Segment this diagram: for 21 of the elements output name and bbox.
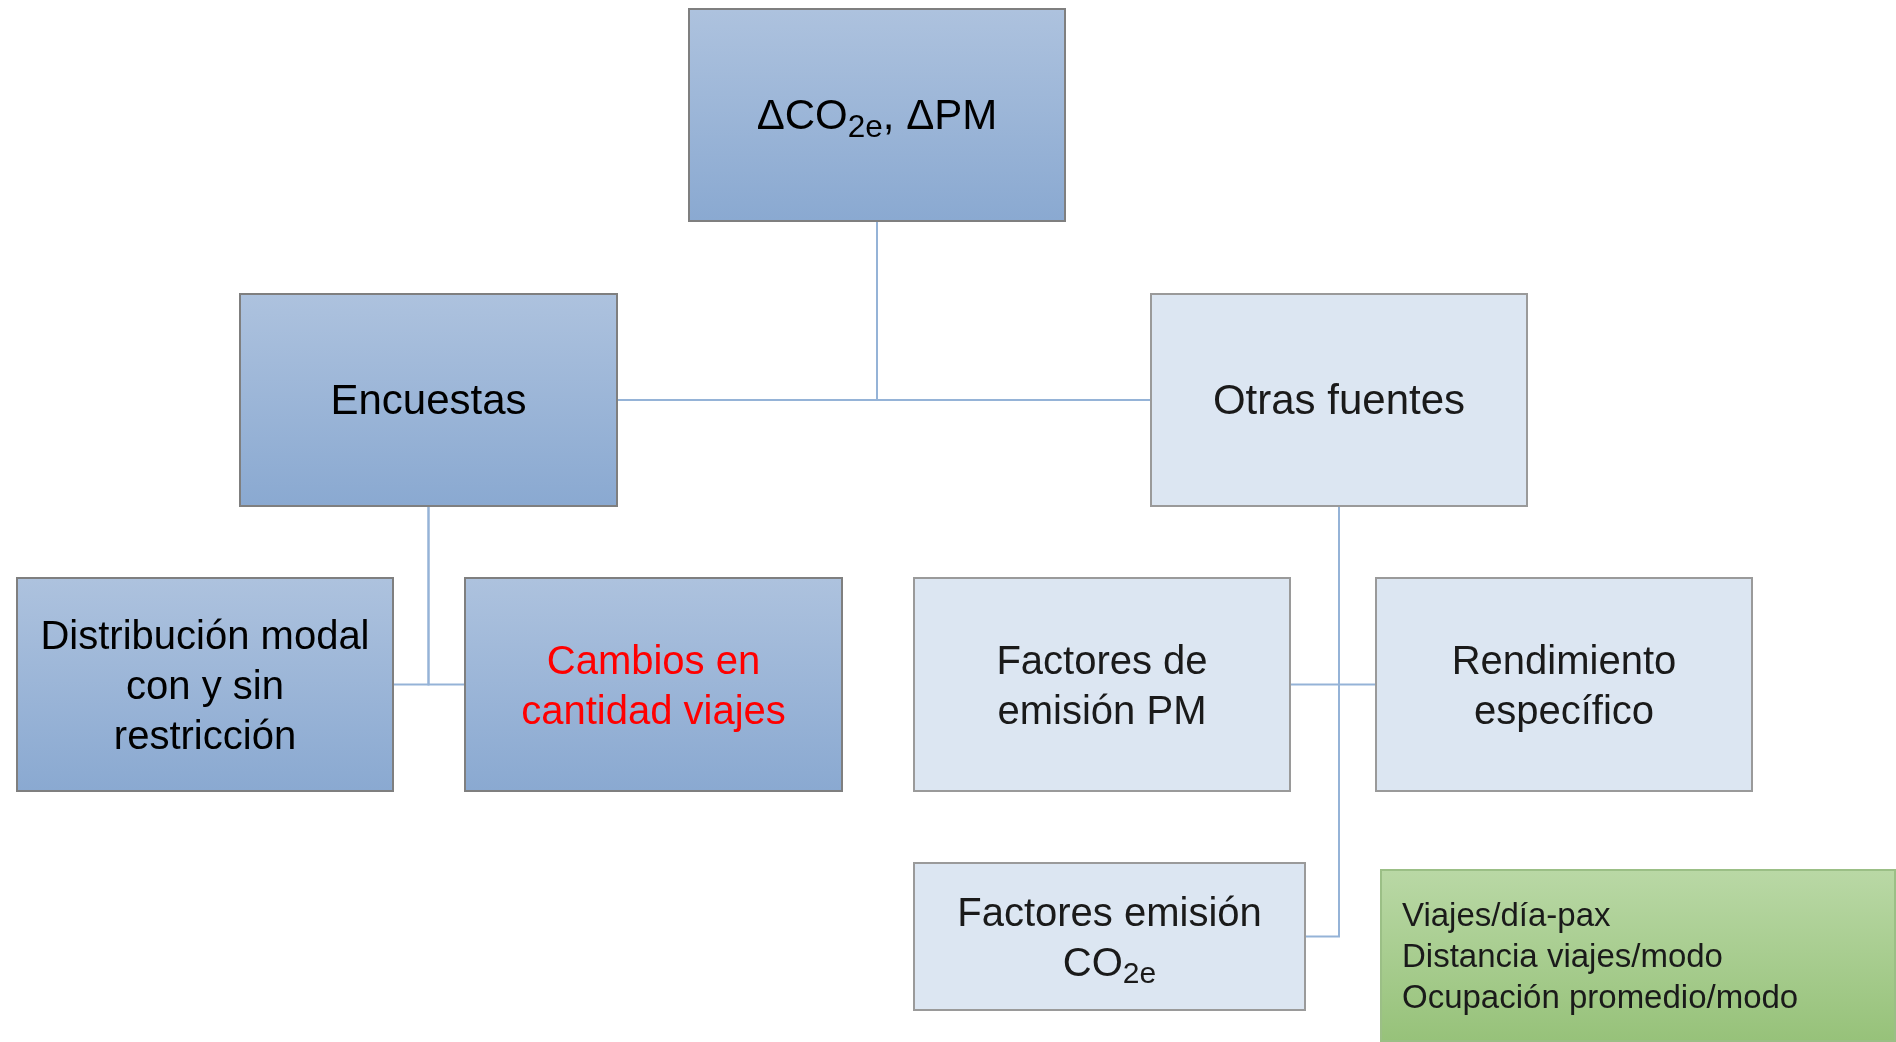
process-box <box>688 8 1066 222</box>
box-text: Distancia viajes/modo <box>1402 935 1723 976</box>
process-box <box>239 293 618 507</box>
process-box <box>1150 293 1528 507</box>
process-box <box>1375 577 1753 792</box>
connector-line <box>427 506 465 686</box>
box-text: Ocupación promedio/modo <box>1402 977 1799 1018</box>
note-box <box>1380 869 1896 1042</box>
box-text: Factores de emisión PM <box>995 636 1209 734</box>
box-text: Distribución modal con y sin restricción <box>39 611 371 759</box>
process-box <box>16 577 394 792</box>
process-box <box>464 577 843 792</box>
box-text: Rendimiento específico <box>1450 636 1678 734</box>
box-text: ΔCO$_{2e}$, ΔPM <box>756 89 998 142</box>
box-text: Factores emisión CO$_{2e}$ <box>956 888 1263 987</box>
process-box <box>913 577 1291 792</box>
box-text: Viajes/día-pax <box>1402 894 1611 935</box>
box-text: Otras fuentes <box>1212 374 1466 425</box>
box-text: Encuestas <box>330 374 527 425</box>
box-text: Cambios en cantidad viajes <box>520 636 787 734</box>
process-box <box>913 862 1306 1011</box>
